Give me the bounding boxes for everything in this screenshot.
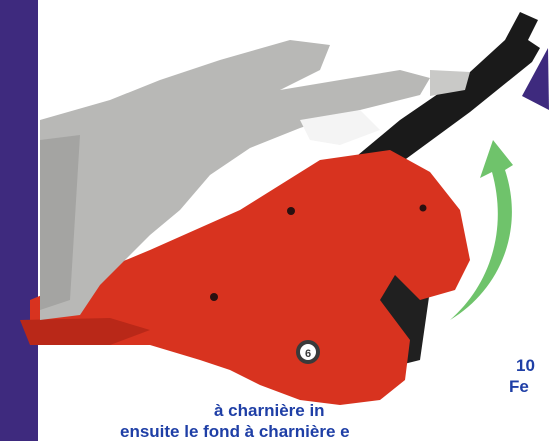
purple-side-strip (0, 0, 38, 441)
brand-logo-icon: 6 (296, 340, 320, 364)
step-number: 10 (516, 356, 535, 375)
instruction-line-1: Fe (509, 377, 529, 396)
glove-shading (40, 135, 80, 310)
instruction-line-3: ensuite le fond à charnière e (120, 422, 350, 441)
svg-text:6: 6 (305, 348, 311, 360)
device-rivet-4 (210, 293, 218, 301)
device-rivet-2 (419, 204, 427, 212)
device-handle-arm (340, 12, 540, 178)
instruction-line-2: à charnière in (214, 401, 325, 420)
glove-finger-tip (430, 70, 470, 96)
device-red-body (30, 150, 470, 405)
device-red-lip (20, 318, 150, 345)
label-tape (300, 110, 380, 145)
purple-triangle-pointer-icon (522, 48, 549, 110)
device-rivet-1 (287, 207, 295, 215)
glove-hand (40, 40, 430, 320)
curved-up-arrow-icon (450, 140, 513, 320)
